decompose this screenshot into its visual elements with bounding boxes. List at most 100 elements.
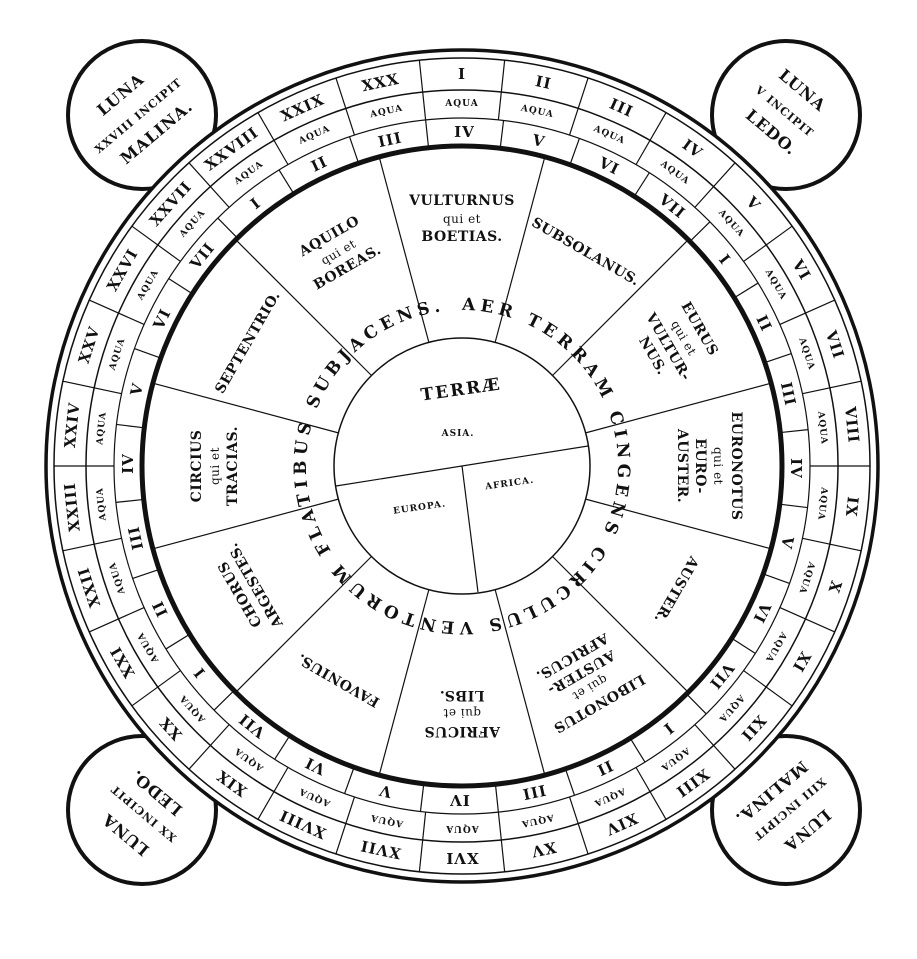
- day-number-label: XV: [529, 838, 557, 861]
- wind-name-line: AFRICUS: [424, 723, 501, 739]
- wind-divider-line: [585, 498, 772, 550]
- day-divider-line: [779, 299, 835, 326]
- earth-circle: [333, 337, 591, 595]
- day-divider-line: [89, 606, 145, 633]
- wind-name-label: EURONOTUSqui etEURO-AUSTER.: [674, 412, 744, 521]
- wind-name-line: qui et: [711, 447, 725, 485]
- wind-name-line: qui et: [208, 447, 222, 485]
- day-divider-line: [89, 299, 145, 326]
- wind-divider-line: [494, 589, 546, 776]
- inner-cell-number-label: III: [124, 524, 147, 551]
- inner-cell-number-label: V: [530, 130, 547, 151]
- inner-cell-divider-line: [344, 767, 355, 794]
- inner-cell-divider-line: [116, 423, 145, 429]
- inner-cell-number-label: V: [377, 781, 394, 802]
- inner-cell-divider-line: [115, 498, 144, 503]
- day-number-label: II: [534, 72, 553, 93]
- day-number-label: XXIV: [61, 401, 84, 449]
- day-divider-line: [635, 767, 667, 820]
- wind-divider-line: [235, 556, 372, 693]
- ring-dividers: [54, 60, 870, 872]
- inner-cell-divider-line: [425, 119, 430, 148]
- inner-cell-divider-line: [217, 217, 238, 239]
- aqua-label: AQUA: [95, 411, 109, 446]
- wind-divider-line: [235, 239, 372, 376]
- wind-divider-line: [552, 239, 689, 376]
- wind-name-line: CIRCIUS: [189, 430, 205, 503]
- inner-cell-number-label: II: [752, 312, 775, 334]
- inner-cell-number-label: III: [777, 380, 800, 407]
- aqua-label: AQUA: [444, 99, 478, 109]
- aqua-label: AQUA: [95, 487, 109, 522]
- day-divider-line: [418, 812, 427, 872]
- wind-name-line: VULTURNUS: [408, 193, 515, 209]
- day-number-label: IX: [842, 496, 862, 518]
- inner-cell-divider-line: [763, 573, 790, 584]
- inner-cell-number-label: II: [148, 598, 171, 620]
- wind-name-line: AUSTER.: [674, 428, 690, 503]
- inner-cell-divider-line: [419, 783, 425, 812]
- day-divider-line: [694, 724, 736, 770]
- inner-cell-divider-line: [564, 768, 576, 796]
- day-divider-line: [802, 537, 862, 552]
- inner-cell-divider-line: [633, 172, 650, 197]
- day-number-label: X: [824, 578, 845, 596]
- day-divider-line: [743, 670, 793, 707]
- day-divider-line: [62, 380, 122, 395]
- day-number-label: XXIII: [61, 482, 84, 533]
- inner-cell-number-label: V: [777, 534, 798, 551]
- aqua-label: AQUA: [445, 823, 479, 833]
- inner-cell-divider-line: [499, 120, 505, 149]
- day-divider-line: [497, 60, 506, 120]
- wind-divider-line: [152, 382, 339, 434]
- inner-cell-number-label: IV: [787, 458, 805, 479]
- inner-cell-divider-line: [274, 735, 291, 760]
- wind-name-line: EURO-: [692, 438, 708, 494]
- inner-cell-divider-line: [686, 693, 707, 715]
- wind-divider-line: [378, 589, 430, 776]
- earth-vertical-divider: [461, 465, 479, 593]
- inner-cell-divider-line: [731, 637, 756, 654]
- wind-name-line: EURONOTUS: [728, 412, 744, 521]
- wind-divider-line: [494, 156, 546, 343]
- wind-divider-line: [585, 382, 772, 434]
- aqua-label: AQUA: [815, 486, 829, 521]
- day-divider-line: [257, 112, 289, 165]
- wind-divider-line: [152, 498, 339, 550]
- day-divider-line: [257, 767, 289, 820]
- inner-cell-divider-line: [213, 690, 235, 711]
- wind-name-line: BOETIAS.: [421, 229, 502, 245]
- wind-name-line: qui et: [443, 706, 481, 720]
- day-divider-line: [743, 225, 793, 262]
- aqua-label: AQUA: [815, 410, 829, 445]
- inner-cell-number-label: II: [594, 756, 616, 779]
- inner-cell-divider-line: [780, 429, 809, 434]
- asia-label: ASIA.: [441, 429, 475, 439]
- inner-cell-divider-line: [134, 348, 161, 359]
- wind-divider-line: [552, 556, 689, 693]
- wind-name-label: AFRICUSqui etLIBS.: [424, 687, 501, 739]
- day-number-label: VIII: [841, 405, 863, 444]
- wind-divider-line: [378, 156, 430, 343]
- wind-name-line: qui et: [443, 212, 481, 226]
- inner-cell-number-label: IV: [454, 123, 475, 141]
- wind-name-label: VULTURNUS qui et BOETIAS.: [408, 193, 515, 245]
- inner-cell-number-label: IV: [119, 453, 137, 474]
- day-divider-line: [802, 380, 862, 395]
- inner-cell-divider-line: [629, 737, 646, 763]
- inner-cell-divider-line: [278, 169, 295, 195]
- day-divider-line: [418, 60, 427, 120]
- day-divider-line: [635, 112, 667, 165]
- day-divider-line: [497, 812, 506, 872]
- day-divider-line: [62, 537, 122, 552]
- day-divider-line: [694, 162, 736, 208]
- inner-cell-divider-line: [689, 221, 711, 242]
- day-divider-line: [131, 225, 181, 262]
- inner-cell-number-label: V: [126, 381, 147, 398]
- day-divider-line: [188, 724, 230, 770]
- wind-area-border-circle: [139, 143, 785, 789]
- day-divider-line: [188, 162, 230, 208]
